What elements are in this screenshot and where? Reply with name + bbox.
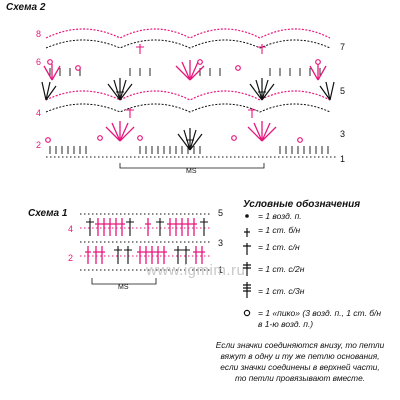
scheme-2-row-6: 6 [36,57,42,67]
chain-dot-icon [245,214,249,218]
legend-title: Условные обозначения [243,199,361,210]
note-line: Если значки соединяются внизу, то петли [215,340,385,350]
legend-item-picot: = 1 «пико» (3 возд. п., 1 ст. б/н [258,308,382,318]
scheme-2-title: Схема 2 [6,2,46,13]
scheme-2-black-shells [41,78,335,151]
scheme-1-title: Схема 1 [28,208,68,219]
scheme-2-repeat-bracket [119,163,265,169]
scheme-2-black-arches [45,39,331,113]
scheme-1-row-3: 3 [218,238,224,248]
legend-item-double-crochet: = 1 ст. с/н [258,242,300,252]
triple-treble-crochet-icon [243,282,251,298]
scheme-2-top-marks [126,44,266,118]
legend-item-picot-cont: в 1-ю возд. п.) [258,319,314,329]
scheme-2-row-5: 5 [340,86,346,96]
scheme-2-crossbars [116,91,266,141]
watermark: www.igmim.ru [146,262,246,279]
scheme-2-picots [45,59,321,143]
single-crochet-icon [244,228,250,237]
treble-crochet-icon [243,262,251,276]
scheme-1-pink-stitches [85,218,205,264]
scheme-2-diagram [41,28,336,169]
legend-item-triple-treble: = 1 ст. с/3н [258,286,305,296]
scheme-2-pink-shells [43,60,327,142]
scheme-2-row-4: 4 [36,108,42,118]
scheme-1-row-1: 1 [218,265,224,275]
legend-item-single-crochet: = 1 ст. б/н [258,225,301,235]
scheme-1-diagram [80,213,212,285]
scheme-2-stitch-ticks [49,68,329,154]
picot-icon [243,309,251,317]
note-line: вяжут в одну и ту же петлю основания, [220,351,380,361]
scheme-1-repeat-label: MS [118,284,129,291]
scheme-2-repeat-label: MS [186,168,197,175]
note-line: то петли провязывают вместе. [234,373,366,383]
scheme-2-row-2: 2 [36,140,42,150]
scheme-2-row-3: 3 [340,129,346,139]
scheme-2-arches [45,28,331,101]
scheme-1-black-stitches [86,218,208,264]
scheme-2-row-1: 1 [340,154,346,164]
note-line: если значки соединены в верхней части, [220,362,380,372]
scheme-1-repeat-bracket [91,278,157,285]
scheme-2-row-7: 7 [340,42,346,52]
stitch-joining-note: Если значки соединяются внизу, то петли … [200,340,400,384]
legend-item-chain: = 1 возд. п. [258,211,302,221]
scheme-2-row-8: 8 [36,29,42,39]
double-crochet-icon [243,243,251,255]
legend-symbols [243,214,251,317]
scheme-1-row-2: 2 [68,253,74,263]
scheme-1-row-5: 5 [218,208,224,218]
scheme-1-row-4: 4 [68,224,74,234]
legend-item-treble-crochet: = 1 ст. с/2н [258,264,305,274]
